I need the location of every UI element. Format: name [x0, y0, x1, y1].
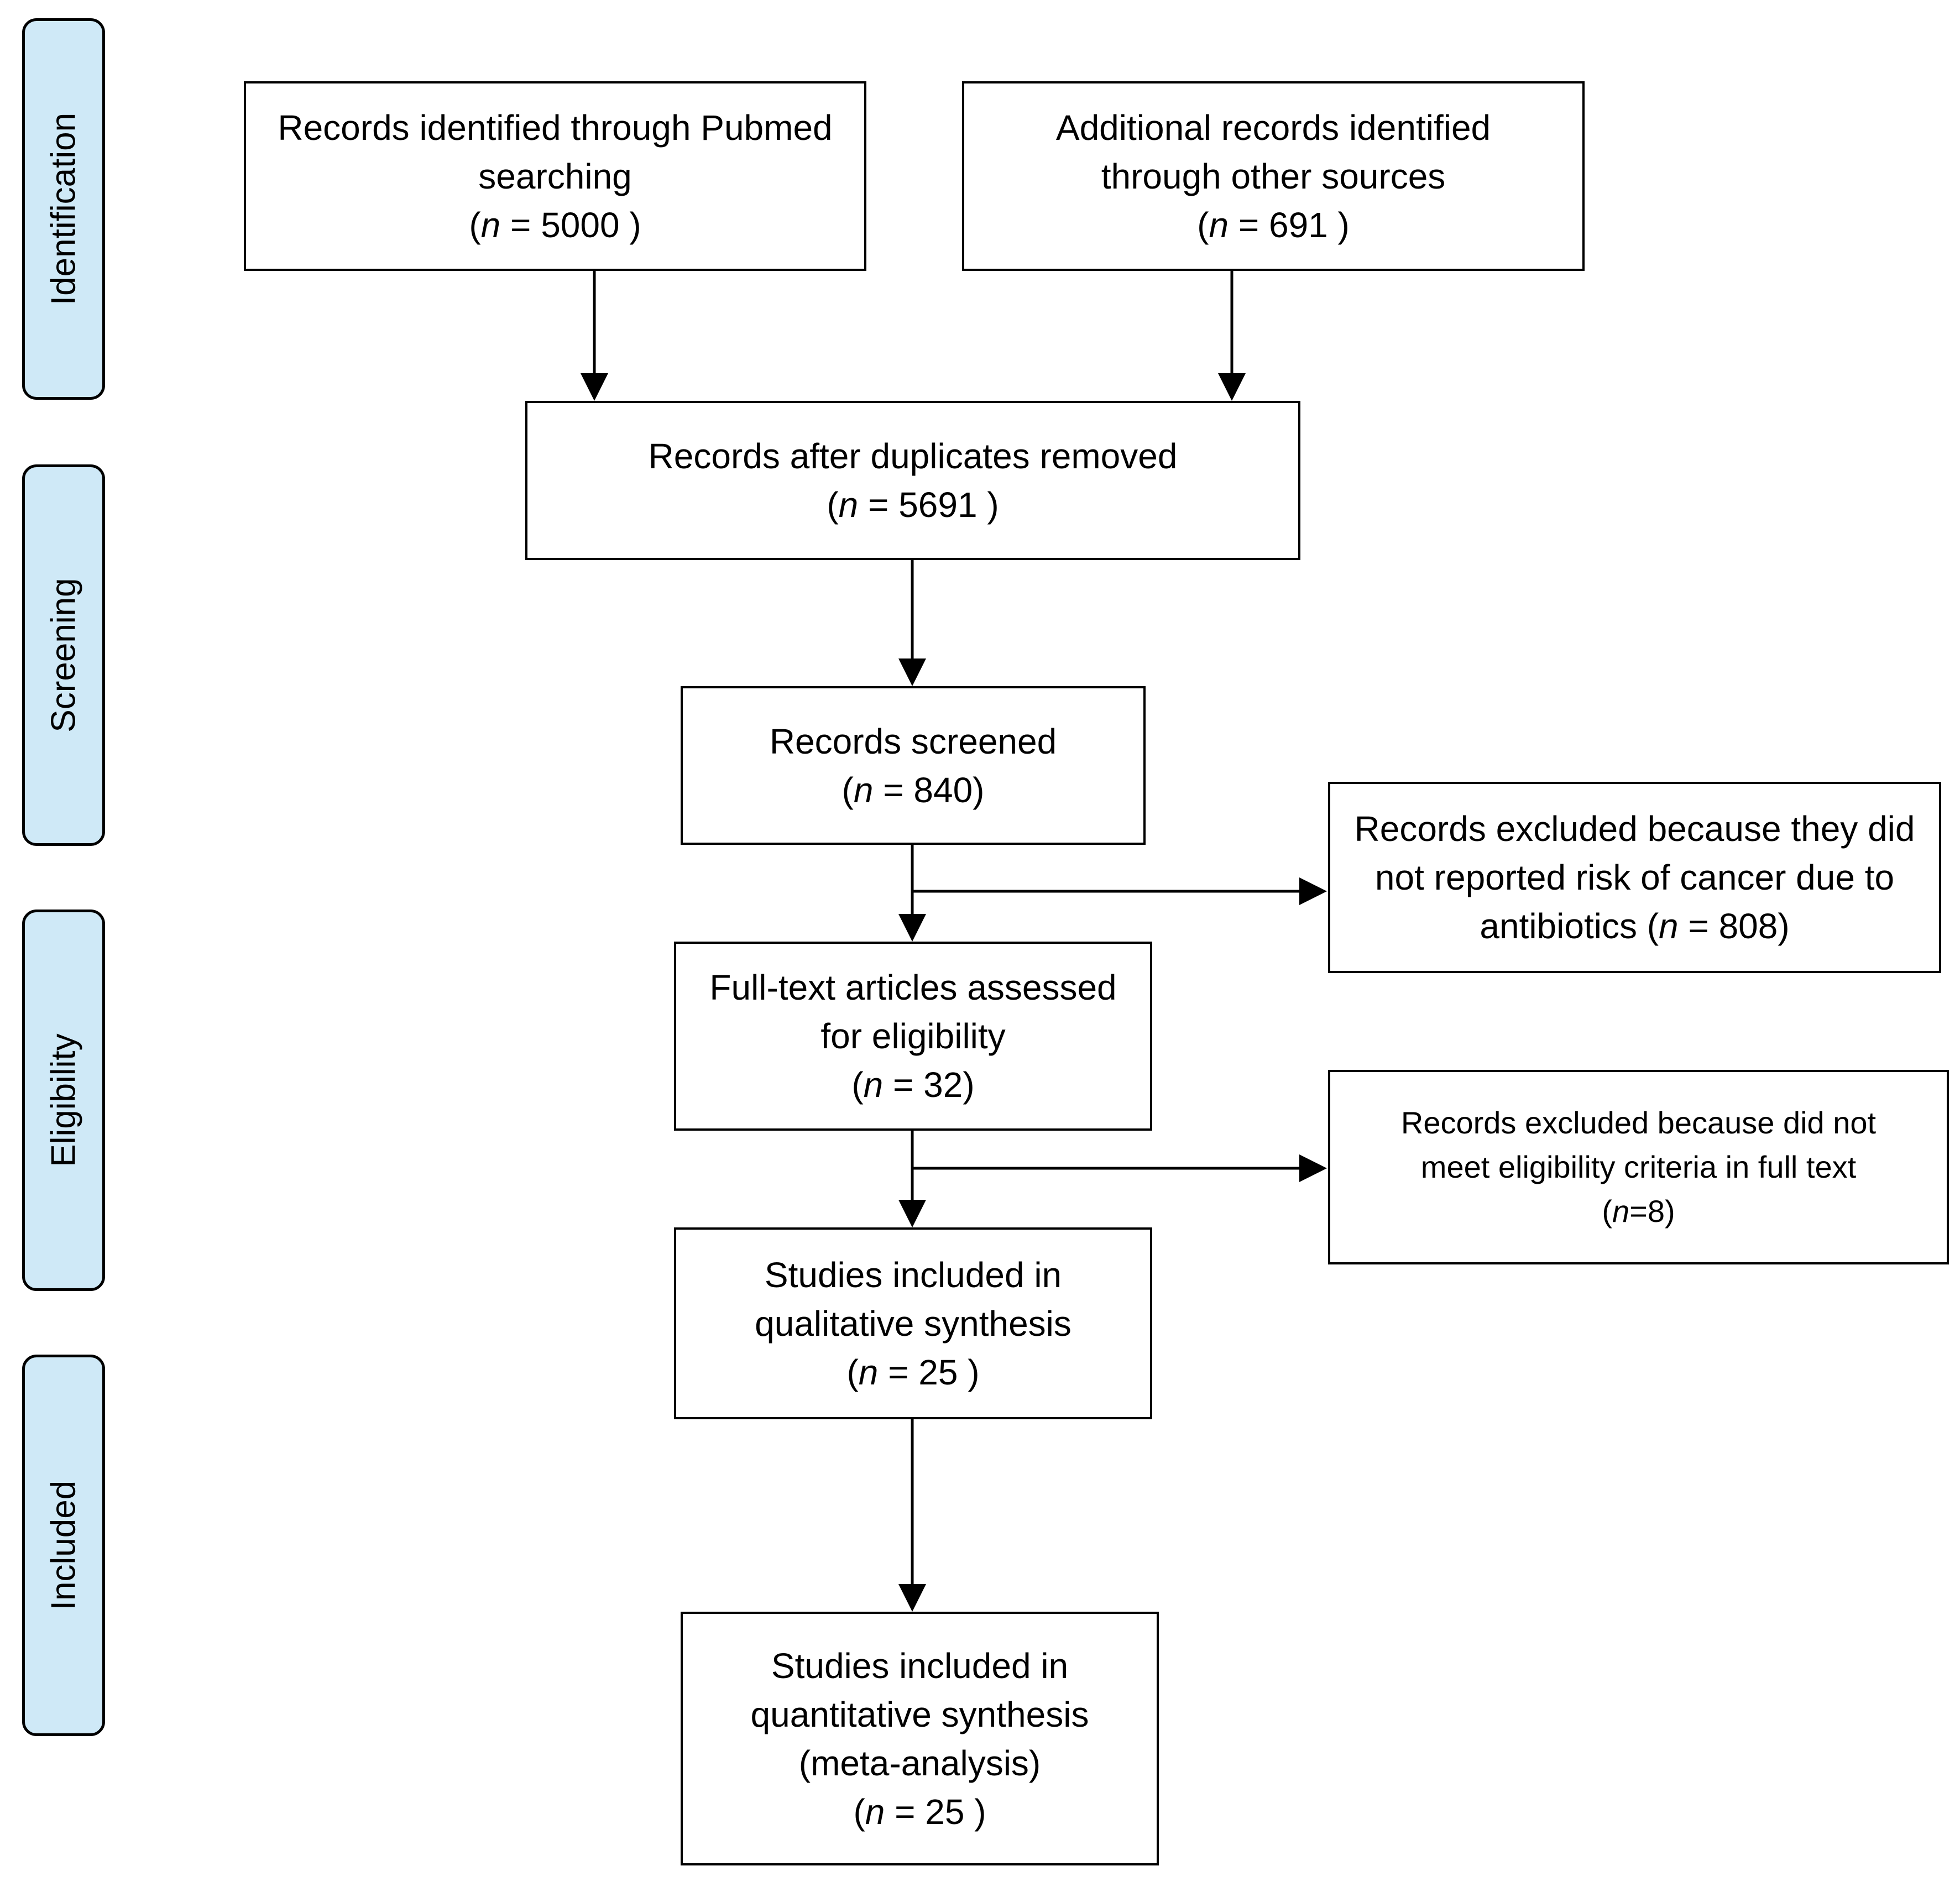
stage-label: Identification: [44, 112, 83, 306]
stage-screening: Screening: [22, 464, 105, 846]
box-records-screened: Records screened (n = 840): [681, 686, 1146, 845]
box-excluded-screening: Records excluded because they did not re…: [1328, 782, 1941, 973]
stage-label: Screening: [44, 578, 83, 733]
stage-included: Included: [22, 1355, 105, 1736]
count-label: (n = 25 ): [846, 1352, 980, 1392]
count-label: (n = 5000 ): [469, 205, 641, 245]
box-fulltext-assessed: Full-text articles assessed for eligibil…: [674, 942, 1152, 1131]
box-pubmed-records: Records identified through Pubmed search…: [244, 81, 866, 271]
stage-label: Included: [44, 1480, 83, 1611]
count-label: (n = 5691 ): [827, 485, 999, 525]
box-quantitative-synthesis: Studies included in quantitative synthes…: [681, 1612, 1159, 1865]
box-qualitative-synthesis: Studies included in qualitative synthesi…: [674, 1227, 1152, 1419]
count-label: antibiotics (n = 808): [1480, 906, 1790, 946]
count-label: (n = 691 ): [1197, 205, 1350, 245]
count-label: (n=8): [1602, 1194, 1675, 1229]
box-duplicates-removed: Records after duplicates removed (n = 56…: [525, 401, 1300, 560]
count-label: (n = 25 ): [853, 1791, 986, 1832]
stage-identification: Identification: [22, 18, 105, 400]
stage-label: Eligibility: [44, 1033, 83, 1167]
box-excluded-fulltext: Records excluded because did not meet el…: [1328, 1070, 1949, 1264]
stage-eligibility: Eligibility: [22, 910, 105, 1291]
count-label: (n = 32): [851, 1065, 975, 1105]
box-other-sources: Additional records identified through ot…: [962, 81, 1585, 271]
count-label: (n = 840): [842, 770, 985, 810]
